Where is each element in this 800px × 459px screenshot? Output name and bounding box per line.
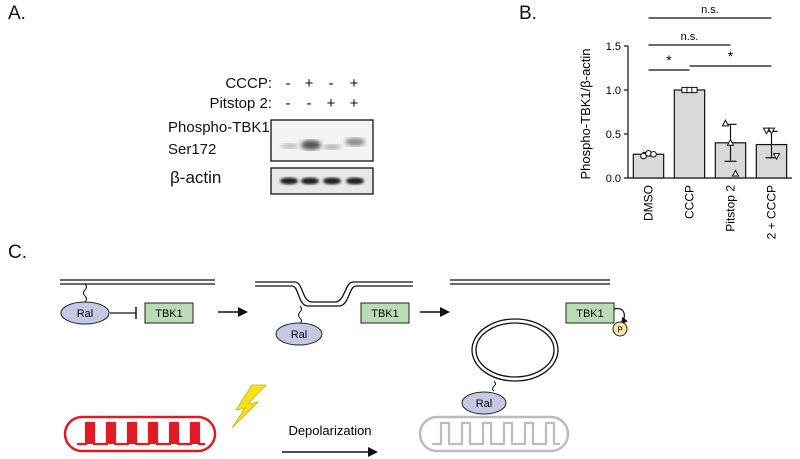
beta-actin-label: β-actin xyxy=(170,168,222,187)
x-tick-label: Pitstop 2 xyxy=(724,185,738,232)
lipid-anchor-3 xyxy=(492,380,496,392)
data-point xyxy=(691,86,698,94)
tbk1-label-1: TBK1 xyxy=(155,308,183,320)
data-point xyxy=(767,127,776,135)
pitstop-sign-3: + xyxy=(326,95,336,112)
bar xyxy=(632,153,665,179)
pitstop-sign-1: - xyxy=(285,95,291,112)
panel-a-label: A. xyxy=(8,3,26,24)
panel-c-label: C. xyxy=(8,242,27,263)
panel-b-label: B. xyxy=(519,3,537,24)
data-point xyxy=(721,119,730,127)
data-point xyxy=(640,152,647,160)
plasma-membrane-1 xyxy=(60,279,215,285)
lipid-anchor-1 xyxy=(83,283,87,303)
cccp-sign-3: - xyxy=(328,75,334,92)
x-tick-label: DMSO xyxy=(642,185,656,221)
significance-label: * xyxy=(666,52,672,68)
cccp-sign-1: - xyxy=(285,75,291,92)
ral-label-1: Ral xyxy=(77,308,94,320)
y-tick-label: 1.5 xyxy=(606,41,621,53)
x-tick-label: CCCP xyxy=(683,185,697,219)
cccp-sign-2: + xyxy=(304,75,314,92)
tbk1-box-2 xyxy=(360,302,410,324)
pitstop-row-label: Pitstop 2: xyxy=(209,95,272,112)
plasma-membrane-3 xyxy=(450,279,610,285)
phosphate-label: P xyxy=(617,326,622,335)
data-point xyxy=(726,138,735,146)
healthy-mitochondrion xyxy=(63,415,217,453)
phosphorylation-arrow xyxy=(613,307,628,325)
data-point xyxy=(650,150,657,158)
tbk1-label-3: TBK1 xyxy=(576,308,604,320)
data-point xyxy=(686,86,693,94)
stage-1-inhibition: Ral TBK1 xyxy=(60,279,215,325)
actin-blot-strip xyxy=(270,167,374,195)
invaginated-membrane-bottom xyxy=(255,285,413,307)
lipid-anchor-2 xyxy=(298,305,302,325)
invaginated-membrane-top xyxy=(255,281,413,303)
data-point xyxy=(762,127,771,135)
tbk1-box-3 xyxy=(565,302,615,324)
y-tick-label: 0.0 xyxy=(606,173,621,185)
y-axis-label: Phospho-TBK1/β-actin xyxy=(578,48,593,179)
cccp-row-label: CCCP: xyxy=(225,75,272,92)
ral-label-3: Ral xyxy=(476,398,493,410)
significance-label: n.s. xyxy=(681,31,699,43)
ser172-label: Ser172 xyxy=(168,141,217,158)
stage-3-activation: TBK1 P Ral xyxy=(450,279,628,415)
significance-label: n.s. xyxy=(701,4,719,16)
x-tick-label: Pitstop 2 + CCCP xyxy=(765,185,779,240)
bar xyxy=(673,89,706,179)
phosphate-badge xyxy=(612,321,628,337)
ral-label-2: Ral xyxy=(291,329,308,341)
ral-protein-1 xyxy=(60,301,110,325)
y-tick-label: 1.0 xyxy=(606,85,621,97)
endocytic-vesicle xyxy=(471,318,559,382)
tbk1-label-2: TBK1 xyxy=(371,308,399,320)
phospho-blot-strip xyxy=(270,119,374,162)
pitstop-sign-2: - xyxy=(306,95,312,112)
cccp-sign-4: + xyxy=(349,75,359,92)
pitstop-sign-4: + xyxy=(349,95,359,112)
stage-2-invagination: Ral TBK1 xyxy=(255,281,413,346)
depolarized-mitochondrion xyxy=(418,415,570,453)
blot-images xyxy=(270,119,374,195)
ral-protein-2 xyxy=(275,322,323,346)
lightning-bolt-icon xyxy=(231,384,267,429)
ral-protein-3 xyxy=(461,391,507,415)
ral-tbk1-diagram: Ral TBK1 Ral TBK1 TBK1 P Ral xyxy=(60,279,628,457)
data-point xyxy=(731,169,740,177)
data-point xyxy=(681,86,688,94)
data-point xyxy=(772,153,781,161)
significance-label: * xyxy=(728,48,734,64)
y-tick-label: 0.5 xyxy=(606,129,621,141)
phospho-tbk1-label: Phospho-TBK1 xyxy=(168,119,270,136)
depolarization-label: Depolarization xyxy=(288,423,371,438)
tbk1-box-1 xyxy=(144,302,194,324)
